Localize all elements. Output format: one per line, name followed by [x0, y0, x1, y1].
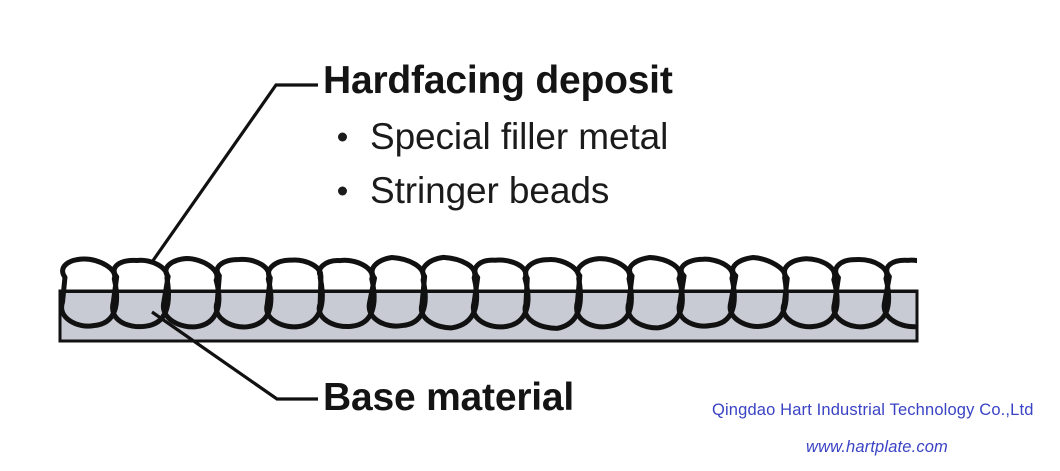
- weld-bead-outline-lower: [676, 291, 737, 329]
- bullet-dot-icon: [338, 132, 347, 142]
- weld-bead-lower-fill: [112, 291, 169, 327]
- weld-bead-outline-upper: [782, 256, 839, 291]
- weld-bead-lower-fill: [319, 291, 375, 327]
- weld-bead-outline-lower: [574, 291, 634, 330]
- weld-bead-lower-fill: [730, 291, 787, 327]
- weld-bead-upper-fill: [886, 260, 917, 291]
- weld-bead-outline-upper: [627, 254, 685, 291]
- weld-bead-upper-fill: [577, 258, 631, 291]
- weld-bead-lower-fill: [576, 291, 632, 327]
- weld-bead-outline-upper: [575, 256, 634, 291]
- base-material-label: Base material: [323, 376, 575, 419]
- list-item: Special filler metal: [334, 110, 668, 164]
- weld-bead-lower-fill: [421, 291, 477, 328]
- weld-bead-lower-fill: [369, 291, 426, 327]
- weld-bead-outline-upper: [420, 254, 479, 291]
- weld-bead-outline-lower: [727, 291, 789, 329]
- weld-bead-outline-lower: [264, 291, 325, 330]
- weld-bead-upper-fill: [217, 259, 271, 291]
- hardfacing-leader-line: [150, 83, 318, 263]
- weld-bead-upper-fill: [629, 257, 682, 291]
- weld-bead-outline-lower: [161, 291, 222, 330]
- weld-bead-upper-fill: [732, 257, 787, 291]
- watermark-website: www.hartplate.com: [806, 438, 948, 456]
- weld-bead-upper-fill: [165, 258, 219, 291]
- weld-bead-outline-lower: [780, 291, 840, 330]
- weld-bead-upper-fill: [474, 260, 528, 291]
- bullet-dot-icon: [338, 186, 347, 196]
- weld-bead-lower-fill: [783, 291, 838, 327]
- weld-bead-lower-fill: [61, 291, 117, 327]
- weld-bead-outline-lower: [470, 291, 531, 330]
- weld-bead-outline-lower: [316, 291, 377, 330]
- bead-outlines-lower: [60, 291, 917, 331]
- weld-bead-outline-lower: [418, 291, 480, 331]
- weld-bead-lower-fill: [473, 291, 528, 327]
- weld-bead-outline-lower: [881, 291, 917, 330]
- weld-bead-upper-fill: [268, 260, 323, 291]
- bead-upper-halves: [62, 257, 917, 291]
- weld-bead-lower-fill: [266, 291, 323, 327]
- bead-lower-halves: [61, 291, 917, 329]
- weld-bead-upper-fill: [835, 259, 889, 291]
- weld-bead-upper-fill: [62, 259, 117, 291]
- weld-bead-lower-fill: [525, 291, 581, 329]
- weld-bead-outline-upper: [678, 256, 737, 291]
- weld-bead-outline-upper: [317, 257, 377, 291]
- weld-bead-outline-upper: [163, 256, 221, 291]
- weld-bead-outline-upper: [833, 257, 891, 291]
- list-item-label: Special filler metal: [370, 116, 669, 157]
- weld-bead-upper-fill: [371, 257, 425, 291]
- weld-bead-outline-lower: [522, 291, 583, 331]
- weld-bead-upper-fill: [319, 260, 374, 291]
- watermark-company-name: Qingdao Hart Industrial Technology Co.,L…: [712, 401, 1034, 419]
- base-material-leader-line: [151, 310, 318, 401]
- hardfacing-feature-list: Special filler metal Stringer beads: [334, 110, 668, 218]
- weld-bead-outline-lower: [625, 291, 685, 331]
- weld-bead-lower-fill: [163, 291, 219, 327]
- weld-bead-lower-fill: [627, 291, 683, 328]
- weld-bead-upper-fill: [784, 258, 837, 291]
- weld-bead-outline-lower: [831, 291, 892, 330]
- list-item: Stringer beads: [334, 164, 668, 218]
- weld-bead-outline-lower: [110, 291, 172, 330]
- weld-bead-lower-fill: [216, 291, 271, 327]
- hardfacing-deposit-label: Hardfacing deposit: [323, 59, 673, 102]
- weld-bead-outline-upper: [884, 257, 917, 291]
- weld-bead-outline-lower: [366, 291, 428, 329]
- weld-bead-outline-lower: [60, 291, 120, 329]
- list-item-label: Stringer beads: [370, 170, 610, 211]
- weld-bead-upper-fill: [422, 257, 477, 291]
- weld-bead-lower-fill: [833, 291, 889, 327]
- weld-bead-lower-fill: [679, 291, 735, 327]
- weld-bead-outline-lower: [213, 291, 274, 330]
- weld-bead-upper-fill: [681, 259, 734, 291]
- weld-bead-upper-fill: [114, 260, 169, 291]
- bead-outlines-upper: [60, 254, 917, 291]
- weld-bead-upper-fill: [525, 259, 581, 291]
